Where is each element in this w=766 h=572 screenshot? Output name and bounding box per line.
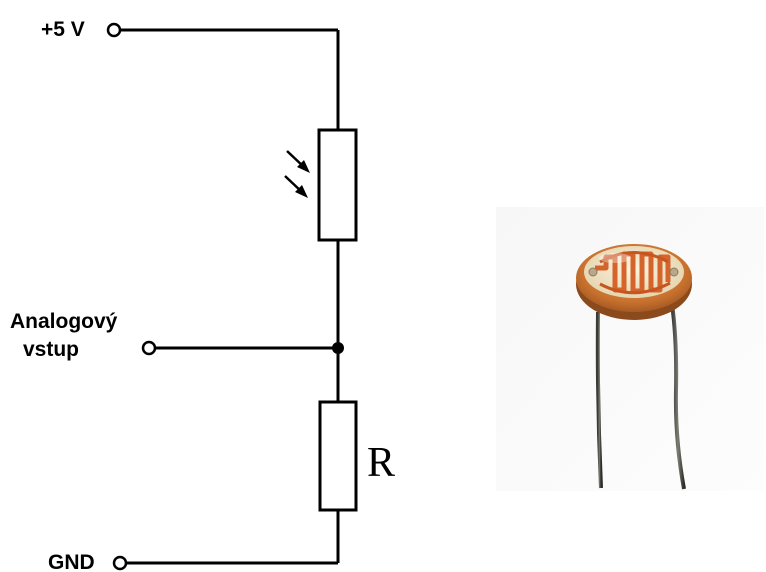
analog-input-terminal	[141, 340, 157, 356]
photoresistor-symbol	[317, 128, 358, 242]
fixed-resistor-symbol	[318, 400, 358, 512]
junction-dot	[332, 342, 344, 354]
analog-input-label-line1: Analogový	[10, 310, 118, 333]
supply-terminal	[106, 22, 122, 38]
analog-input-label-line2: vstup	[23, 338, 79, 361]
light-arrows-icon	[284, 150, 310, 198]
circuit-wires	[120, 28, 340, 565]
photoresistor-photo	[496, 207, 764, 491]
ground-label: GND	[48, 551, 95, 572]
ground-terminal	[112, 555, 128, 571]
resistor-label: R	[367, 440, 395, 486]
supply-label: +5 V	[41, 18, 85, 41]
